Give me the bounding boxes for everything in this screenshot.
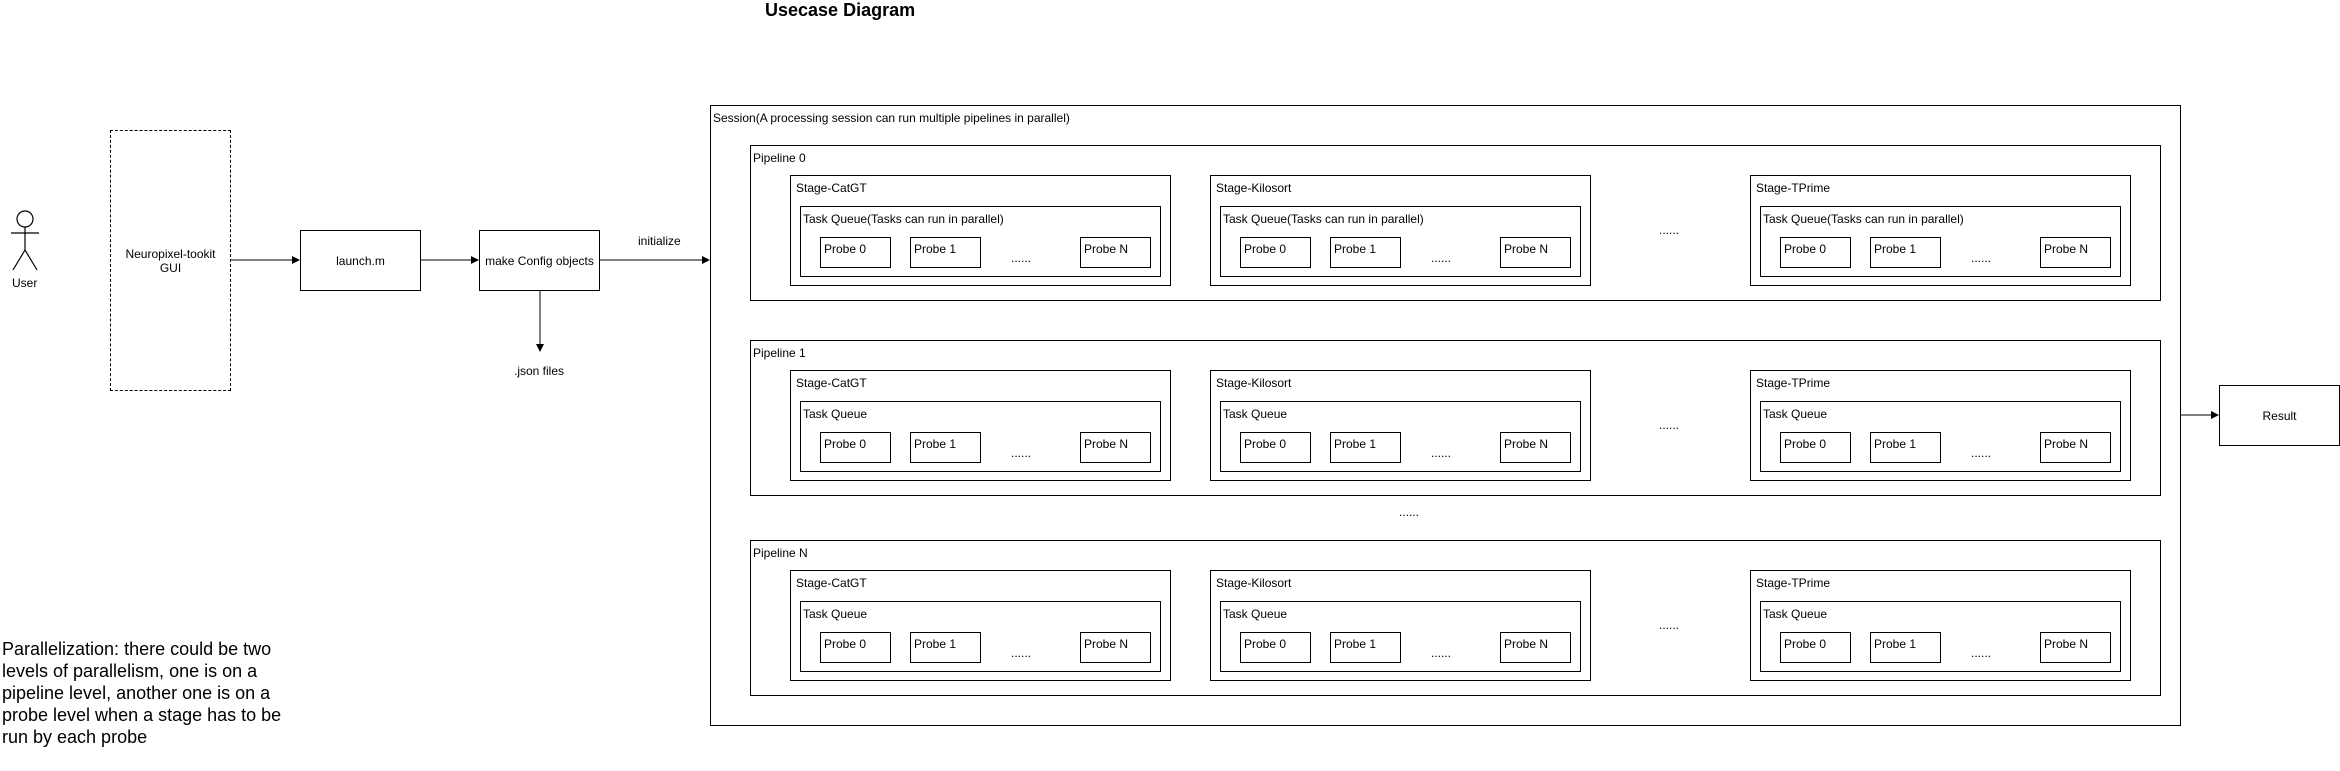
probe-box: Probe N — [1080, 632, 1151, 663]
probe-box: Probe 1 — [1330, 632, 1401, 663]
probe-ellipsis: ...... — [1971, 646, 1992, 660]
probe-box: Probe 0 — [1240, 432, 1311, 463]
stage-label: Stage-TPrime — [1756, 576, 1831, 590]
diagram-title: Usecase Diagram — [765, 0, 916, 20]
probe-box: Probe N — [2040, 237, 2111, 268]
probe-box: Probe N — [1080, 432, 1151, 463]
probe-box: Probe 1 — [910, 432, 981, 463]
stage-label: Stage-CatGT — [796, 576, 867, 590]
task-queue-label: Task Queue — [803, 407, 868, 421]
stage-ellipsis: ...... — [1659, 418, 1680, 432]
task-queue-label: Task Queue — [1223, 607, 1288, 621]
probe-box: Probe N — [1500, 632, 1571, 663]
probe-box: Probe 1 — [1330, 432, 1401, 463]
probe-ellipsis: ...... — [1431, 446, 1452, 460]
user-actor-icon — [11, 210, 39, 271]
probe-box: Probe 0 — [1780, 632, 1851, 663]
probe-box: Probe 1 — [1870, 632, 1941, 663]
task-queue-box: Task Queue(Tasks can run in parallel) Pro… — [800, 206, 1161, 277]
stage-label: Stage-Kilosort — [1216, 181, 1292, 195]
probe-box: Probe 0 — [820, 432, 891, 463]
initialize-label: initialize — [638, 234, 681, 248]
probe-ellipsis: ...... — [1011, 646, 1032, 660]
pipeline-label: Pipeline N — [753, 546, 808, 560]
stage-label: Stage-TPrime — [1756, 181, 1831, 195]
json-files-label: .json files — [514, 364, 565, 378]
probe-box: Probe 1 — [1870, 237, 1941, 268]
probe-box: Probe N — [1500, 237, 1571, 268]
stage-label: Stage-CatGT — [796, 181, 867, 195]
probe-box: Probe 1 — [1870, 432, 1941, 463]
probe-box: Probe N — [2040, 432, 2111, 463]
probe-box: Probe 0 — [820, 237, 891, 268]
pipeline-label: Pipeline 1 — [753, 346, 806, 360]
config-box: make Config objects — [479, 230, 600, 291]
probe-box: Probe 1 — [1330, 237, 1401, 268]
pipelines-ellipsis: ...... — [1399, 505, 1420, 519]
stage-label: Stage-TPrime — [1756, 376, 1831, 390]
session-label: Session(A processing session can run mul… — [713, 111, 1070, 125]
task-queue-label: Task Queue(Tasks can run in parallel) — [1763, 212, 1964, 226]
probe-ellipsis: ...... — [1431, 646, 1452, 660]
task-queue-label: Task Queue — [1763, 407, 1828, 421]
probe-box: Probe 0 — [1240, 237, 1311, 268]
task-queue-label: Task Queue(Tasks can run in parallel) — [1223, 212, 1424, 226]
stage-ellipsis: ...... — [1659, 618, 1680, 632]
probe-box: Probe N — [2040, 632, 2111, 663]
probe-ellipsis: ...... — [1971, 251, 1992, 265]
stage-label: Stage-Kilosort — [1216, 576, 1292, 590]
user-label: User — [12, 276, 38, 290]
probe-box: Probe N — [1080, 237, 1151, 268]
probe-box: Probe 0 — [1240, 632, 1311, 663]
stage-label: Stage-CatGT — [796, 376, 867, 390]
pipeline-label: Pipeline 0 — [753, 151, 806, 165]
stage-ellipsis: ...... — [1659, 223, 1680, 237]
launch-box: launch.m — [300, 230, 421, 291]
probe-box: Probe 0 — [1780, 432, 1851, 463]
task-queue-label: Task Queue — [1223, 407, 1288, 421]
task-queue-label: Task Queue — [1763, 607, 1828, 621]
probe-box: Probe N — [1500, 432, 1571, 463]
task-queue-label: Task Queue — [803, 607, 868, 621]
result-box: Result — [2219, 385, 2340, 446]
probe-ellipsis: ...... — [1971, 446, 1992, 460]
probe-box: Probe 0 — [820, 632, 891, 663]
stage-label: Stage-Kilosort — [1216, 376, 1292, 390]
stage-box: Stage-CatGT Task Queue(Tasks can run in p… — [790, 175, 1171, 286]
probe-box: Probe 1 — [910, 632, 981, 663]
probe-box: Probe 0 — [1780, 237, 1851, 268]
gui-box: Neuropixel-tookit GUI — [110, 130, 231, 391]
probe-ellipsis: ...... — [1011, 446, 1032, 460]
task-queue-label: Task Queue(Tasks can run in parallel) — [803, 212, 1004, 226]
parallelization-note: Parallelization: there could be two leve… — [2, 639, 282, 747]
task-queue-box: Task Queue(Tasks can run in parallel) Pro… — [1220, 206, 1581, 277]
probe-ellipsis: ...... — [1431, 251, 1452, 265]
probe-ellipsis: ...... — [1011, 251, 1032, 265]
task-queue-box: Task Queue(Tasks can run in parallel) Pro… — [1760, 206, 2121, 277]
probe-box: Probe 1 — [910, 237, 981, 268]
